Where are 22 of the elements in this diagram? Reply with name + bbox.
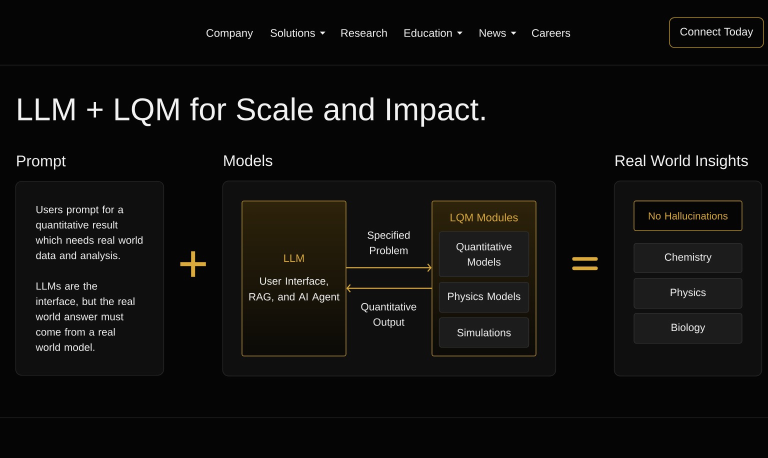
process-box: Biology bbox=[634, 312, 742, 344]
process-box: Chemistry bbox=[634, 242, 742, 274]
outlined-box: No Hallucinations bbox=[634, 200, 742, 232]
page-title: LLM + LQM for Scale and Impact. bbox=[18, 97, 485, 127]
process-box: Physics bbox=[634, 278, 742, 309]
process-box: Physics Models bbox=[438, 282, 530, 313]
button: Connect Today bbox=[669, 17, 764, 48]
nav-link: Research bbox=[341, 28, 387, 37]
nav-link: News bbox=[480, 29, 506, 37]
section-heading: Real World Insights bbox=[616, 154, 748, 170]
section-heading: Prompt bbox=[17, 156, 66, 170]
process-box: Quantitative Models bbox=[438, 231, 530, 278]
nav-link: Careers bbox=[532, 29, 570, 37]
edge-label: Specified Problem bbox=[368, 231, 410, 254]
process-box: LLM User Interface, RAG, and AI Agent bbox=[242, 200, 346, 356]
text-card: Users prompt for a quantitative result which needs real world data and analysis. LLMs are the interface, but the real world answer must come from a real world model. bbox=[15, 180, 164, 376]
nav-link: Education bbox=[404, 28, 452, 37]
section-heading: Models bbox=[224, 154, 272, 166]
nav-link: Company bbox=[206, 29, 253, 40]
edge-label: Quantitative Output bbox=[361, 302, 416, 328]
process-box: Simulations bbox=[438, 317, 530, 348]
nav-link: Solutions bbox=[270, 28, 315, 37]
